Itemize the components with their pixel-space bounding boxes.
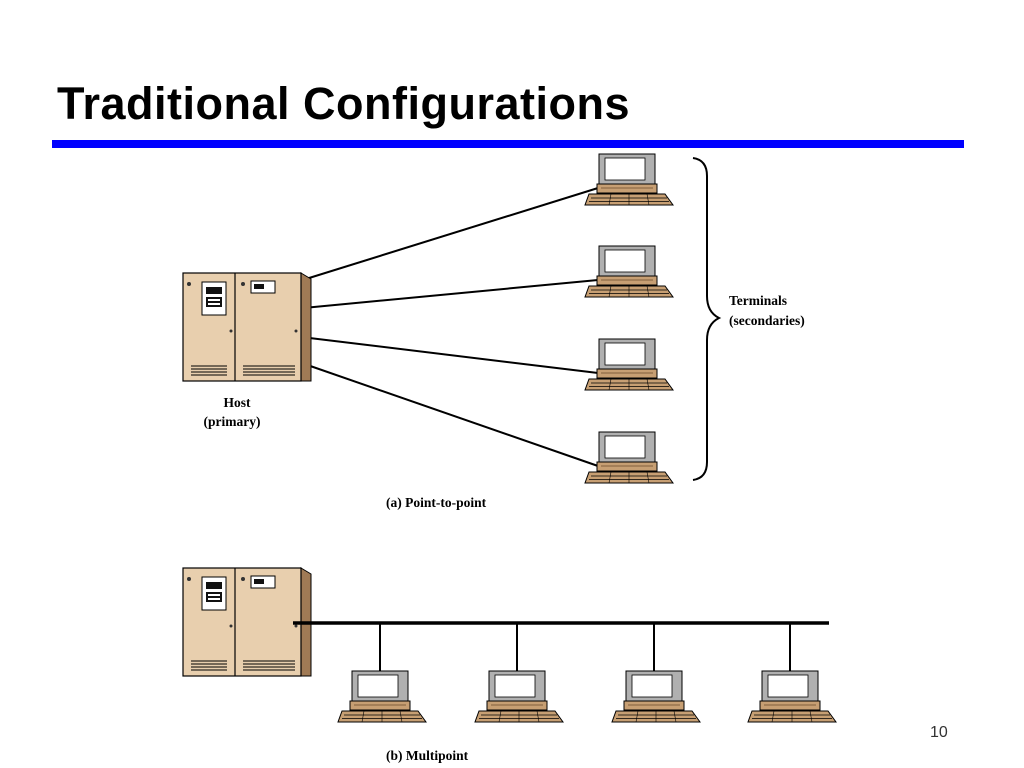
- host-mainframe-icon: [182, 567, 312, 677]
- host-mainframe-icon: [182, 272, 312, 382]
- multipoint-section: (b) Multipoint: [182, 567, 837, 763]
- point-to-point-section: Host (primary) Terminals (secondaries) (…: [182, 153, 805, 510]
- terminals-role-label: (secondaries): [729, 313, 805, 328]
- terminal-icon: [747, 670, 837, 723]
- terminal-icon: [337, 670, 427, 723]
- terminal-icon: [584, 153, 674, 206]
- multipoint-caption: (b) Multipoint: [386, 748, 469, 763]
- terminals-brace: [692, 157, 722, 481]
- page-number: 10: [930, 724, 948, 741]
- point-to-point-caption: (a) Point-to-point: [386, 495, 487, 510]
- host-role-label: (primary): [204, 414, 261, 429]
- slide-title: Traditional Configurations: [57, 78, 630, 129]
- terminal-icon: [584, 338, 674, 391]
- host-label: Host: [224, 395, 252, 410]
- title-underline: [52, 140, 964, 148]
- multipoint-drops: [379, 623, 791, 672]
- point-to-point-links: [292, 187, 599, 467]
- terminal-icon: [584, 245, 674, 298]
- terminals-label: Terminals: [729, 293, 787, 308]
- terminal-icon: [611, 670, 701, 723]
- terminal-icon: [474, 670, 564, 723]
- terminal-icon: [584, 431, 674, 484]
